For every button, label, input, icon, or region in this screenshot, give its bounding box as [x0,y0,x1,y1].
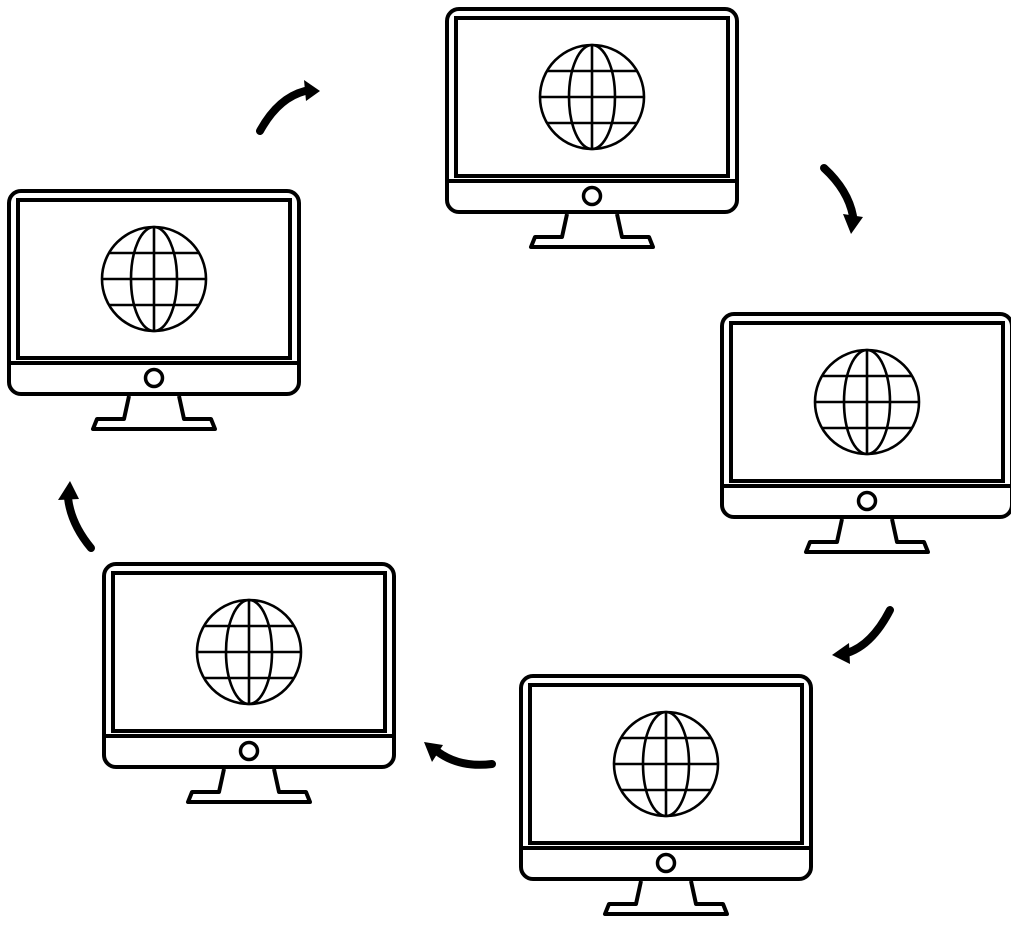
globe-monitor-icon [445,7,739,249]
monitor-bottom-left [102,562,396,804]
globe-monitor-icon [519,674,813,916]
monitor-left [7,189,301,431]
monitor-top [445,7,739,249]
globe-monitor-icon [720,312,1011,554]
globe-monitor-icon [102,562,396,804]
arrow-right-to-bottom-right [832,606,894,664]
arrow-bottom-left-to-left [58,481,95,552]
arrow-left-to-top [256,80,320,135]
arrow-top-to-right [820,164,863,234]
monitor-bottom-right [519,674,813,916]
monitor-right [720,312,1011,554]
arrow-bottom-right-to-bottom-left [424,742,496,769]
globe-monitor-icon [7,189,301,431]
